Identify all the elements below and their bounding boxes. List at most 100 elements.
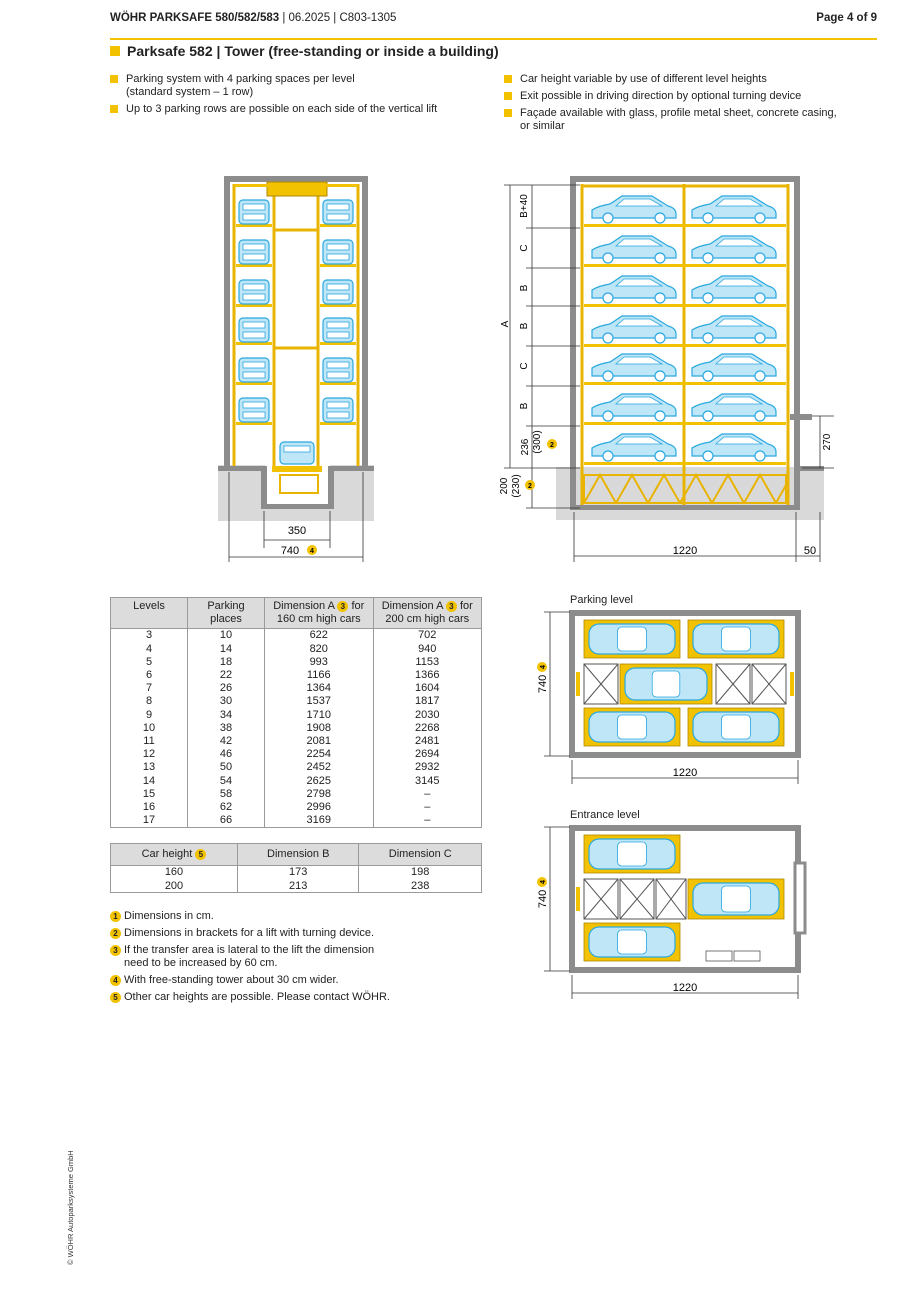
left-wall	[224, 176, 230, 466]
header-doc-id: WÖHR PARKSAFE 580/582/583 | 06.2025 | C8…	[110, 12, 396, 24]
pit-truss	[583, 472, 787, 506]
table-cell: 62	[187, 800, 265, 814]
side-dimension-lines	[504, 184, 834, 562]
table-cell: 11	[110, 734, 188, 748]
dim-b: B	[519, 284, 530, 291]
level-platform	[236, 342, 272, 345]
car-top-icon	[583, 834, 681, 874]
bullet-item: Car height variable by use of different …	[504, 73, 884, 86]
table-cell: 2932	[372, 760, 482, 775]
dim-230-badge-bg	[525, 480, 535, 490]
empty-bay	[655, 878, 687, 920]
table-cell: 1166	[264, 668, 374, 682]
level-platform	[236, 304, 272, 307]
table-cell: 702	[372, 628, 482, 643]
top-beam	[234, 184, 358, 187]
table-cell: 3145	[372, 774, 482, 788]
table-cell: 820	[264, 642, 374, 656]
bullet-item: Exit possible in driving direction by op…	[504, 90, 884, 103]
table-cell: 2996	[264, 800, 374, 814]
table-cell: 1817	[372, 694, 482, 709]
table-cell: 2254	[264, 747, 374, 761]
car-top-icon	[619, 663, 713, 705]
header-meta: | 06.2025 | C803-1305	[279, 12, 397, 24]
bullet-text: or similar	[520, 120, 565, 132]
table-header-row: Car height 5 Dimension B Dimension C	[110, 843, 482, 866]
car-top-icon	[583, 619, 681, 659]
table-cell: 22	[187, 668, 265, 682]
empty-bay	[583, 878, 619, 920]
table-cell: 58	[187, 787, 265, 801]
table-cell: 2452	[264, 760, 374, 775]
bullet-text: Up to 3 parking rows are possible on eac…	[126, 103, 438, 115]
dim-300: (300)	[532, 430, 543, 453]
car-icon	[322, 397, 354, 423]
header-product: WÖHR PARKSAFE 580/582/583	[110, 12, 280, 24]
empty-bay	[619, 878, 655, 920]
car-side-icon	[691, 275, 777, 304]
control-panel	[733, 950, 761, 962]
dim-1220: 1220	[673, 545, 697, 557]
table-cell: 46	[187, 747, 265, 761]
table-cell: 1153	[372, 655, 482, 669]
table-cell: –	[372, 800, 482, 814]
dim-740-badge: 4	[540, 880, 547, 884]
car-icon	[238, 239, 270, 265]
car-side-icon	[691, 235, 777, 264]
dim-230: (230)	[511, 474, 522, 497]
bullet-square-icon	[110, 75, 118, 83]
right-wall	[794, 176, 800, 508]
dim-236: 236	[520, 438, 531, 455]
level-platform	[236, 422, 272, 425]
entrance-level-caption: Entrance level	[570, 809, 640, 821]
roof	[570, 176, 800, 182]
dim-740-badge-bg	[307, 545, 317, 555]
table-cell: 2081	[264, 734, 374, 748]
dim-1220: 1220	[673, 767, 697, 779]
car-icon	[238, 279, 270, 305]
side-view-drawing: B+40 C B B C B A 236 (300) 2 200 (230) 2…	[499, 176, 834, 562]
car-top-icon	[687, 619, 785, 659]
dim-740: 740	[281, 545, 299, 557]
table-cell: 50	[187, 760, 265, 775]
dim-a: A	[500, 320, 511, 327]
car-icon	[322, 239, 354, 265]
parking-grid	[576, 619, 794, 747]
table-cell: 18	[187, 655, 265, 669]
car-top-icon	[583, 707, 681, 747]
bullet-text: Façade available with glass, profile met…	[520, 107, 837, 119]
section-title-text: Parksafe 582 | Tower (free-standing or i…	[127, 43, 499, 59]
note-badge: 1	[110, 911, 121, 922]
table-cell: 16	[110, 800, 188, 814]
steel-frame	[232, 184, 360, 466]
dim-740: 740	[537, 890, 549, 908]
table-cell: 1364	[264, 681, 374, 695]
table-cell: 17	[110, 813, 188, 828]
car-side-icon	[591, 235, 677, 264]
note-badge: 5	[195, 848, 207, 860]
car-side-icon	[591, 315, 677, 344]
table-cell: –	[372, 813, 482, 828]
ground-slab	[800, 466, 824, 471]
car-side-icon	[691, 393, 777, 422]
table-cell: –	[372, 787, 482, 801]
level-platform	[584, 264, 786, 267]
table-cell: 2030	[372, 708, 482, 722]
level-platform	[584, 382, 786, 385]
car-side-icon	[591, 353, 677, 382]
dim-740-badge-bg	[537, 662, 547, 672]
dim-c: C	[519, 362, 530, 369]
dim-740-badge: 4	[540, 665, 547, 669]
